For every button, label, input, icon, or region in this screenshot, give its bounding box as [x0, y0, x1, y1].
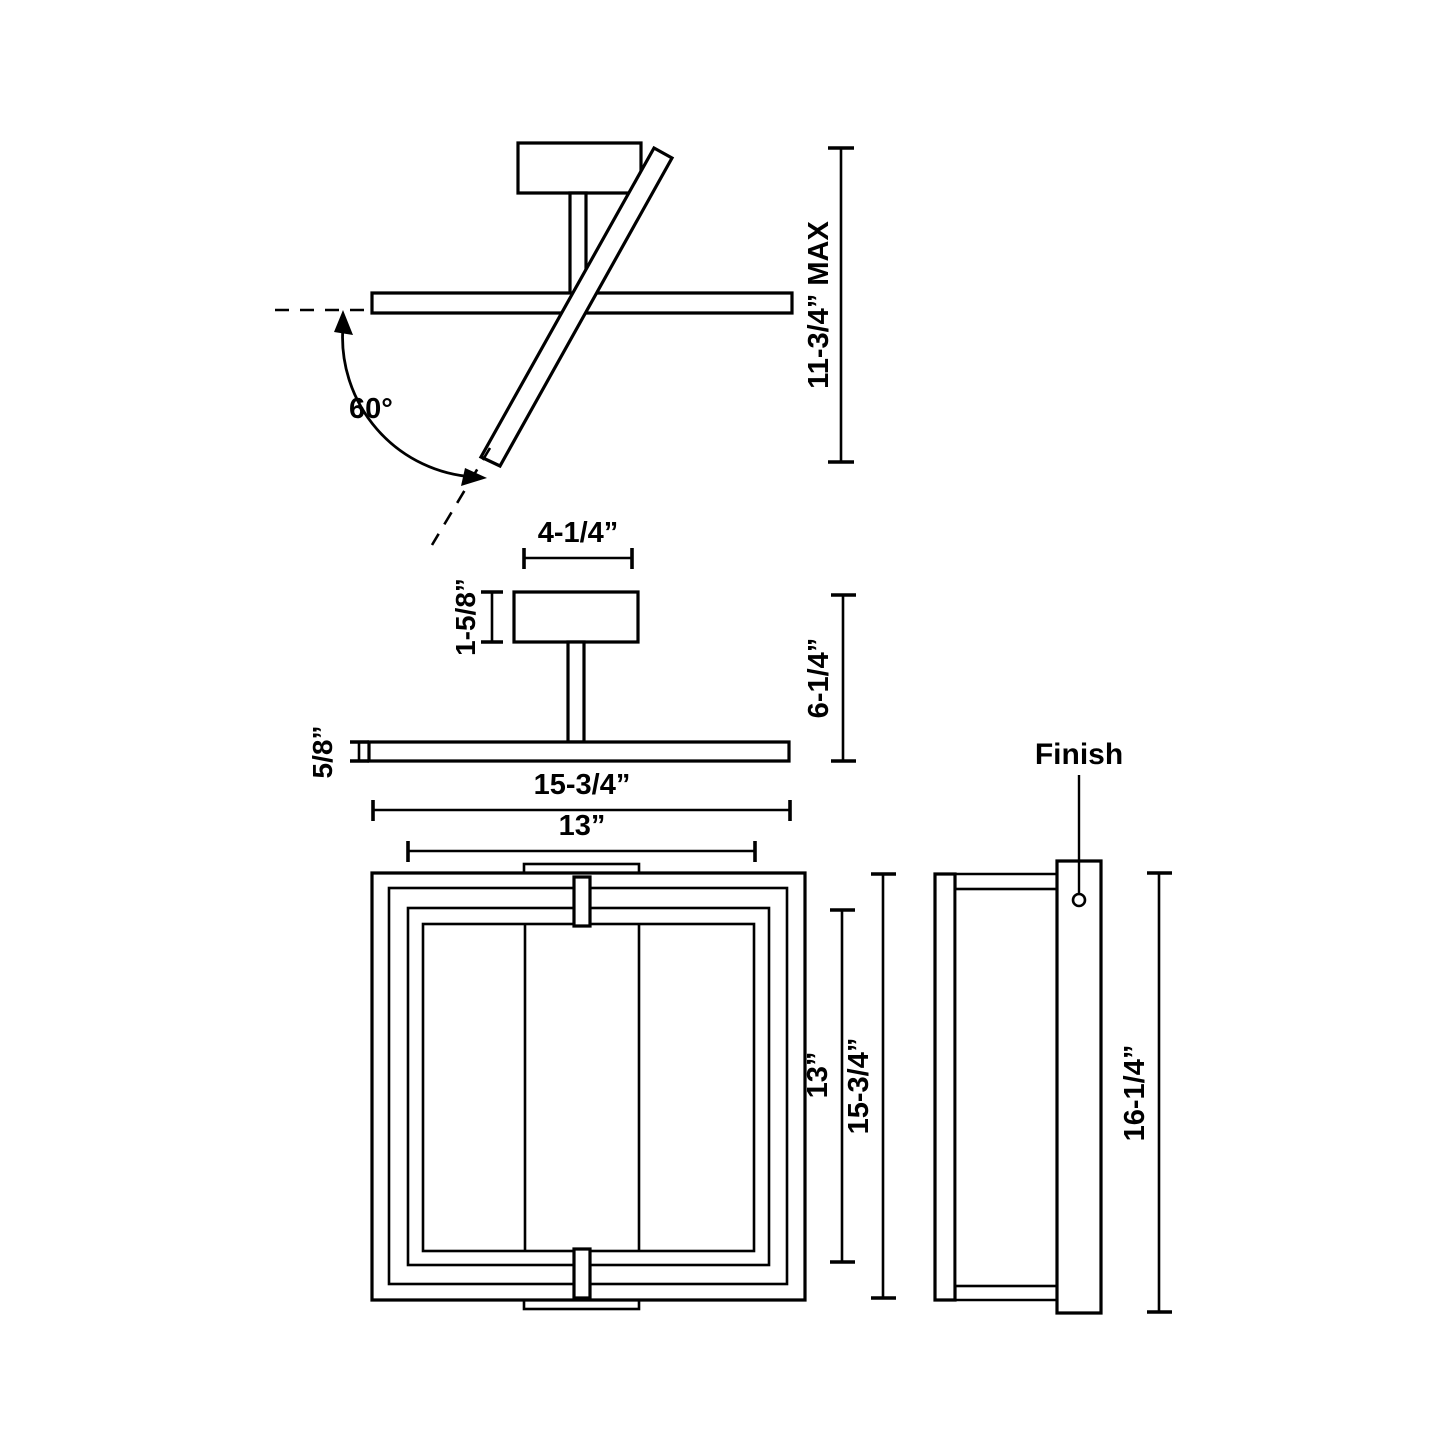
finish-callout-label: Finish	[1035, 738, 1123, 771]
dim-profile-height-label: 16-1/4”	[1119, 1045, 1151, 1142]
profile-body	[953, 887, 1064, 1288]
dim-canopy-width-label: 4-1/4”	[538, 517, 619, 549]
profile-finish-panel	[1057, 861, 1101, 1313]
dim-drop-height: 6-1/4”	[803, 593, 856, 763]
profile-view: Finish 16-1/4”	[935, 738, 1172, 1313]
dim-front-inner-height-label: 13”	[802, 1052, 834, 1099]
front-view: 13” 15-3/4”	[372, 862, 896, 1311]
dim-front-overall-height-label: 15-3/4”	[843, 1038, 875, 1135]
dim-front-overall-height: 15-3/4”	[843, 872, 896, 1300]
elevation-canopy	[514, 592, 638, 642]
dim-tilt-max-height: 11-3/4” MAX	[803, 146, 854, 464]
dim-tilt-max-height-label: 11-3/4” MAX	[803, 221, 835, 389]
tilt-arc-arrowhead-top	[334, 310, 353, 335]
dim-inner-width-label: 13”	[559, 810, 606, 842]
dim-bar-thickness-label: 5/8”	[307, 726, 338, 779]
tilt-canopy	[518, 143, 641, 193]
tilt-angle-arc	[341, 325, 475, 479]
tilt-angled-bar	[481, 148, 672, 466]
tilt-arc-arrowhead-bottom	[461, 468, 487, 486]
dim-canopy-height-label: 1-5/8”	[450, 578, 481, 656]
dim-canopy-width: 4-1/4”	[522, 517, 634, 569]
tilt-view: 60° 11-3/4” MAX	[275, 143, 854, 546]
dim-canopy-height: 1-5/8”	[450, 578, 503, 656]
profile-left-edge	[935, 874, 955, 1300]
dim-drop-height-label: 6-1/4”	[803, 638, 835, 719]
dim-overall-width: 15-3/4”	[371, 769, 792, 821]
elevation-horizontal-bar	[369, 742, 789, 761]
tilt-reference-angled	[430, 447, 492, 546]
dim-profile-height: 16-1/4”	[1119, 871, 1172, 1314]
dim-overall-width-label: 15-3/4”	[534, 769, 631, 801]
dim-inner-width: 13”	[406, 810, 757, 862]
side-elevation-view: 4-1/4” 1-5/8” 6-1/4” 5/8”	[307, 517, 856, 862]
front-top-stem	[574, 877, 590, 926]
finish-callout-point	[1071, 892, 1087, 908]
front-inner-panel	[421, 922, 756, 1253]
front-bottom-stem	[574, 1249, 590, 1298]
elevation-stem	[568, 642, 584, 742]
dim-front-inner-height: 13”	[802, 908, 855, 1264]
tilt-angle-label: 60°	[349, 393, 393, 425]
dim-bar-thickness: 5/8”	[307, 726, 369, 779]
